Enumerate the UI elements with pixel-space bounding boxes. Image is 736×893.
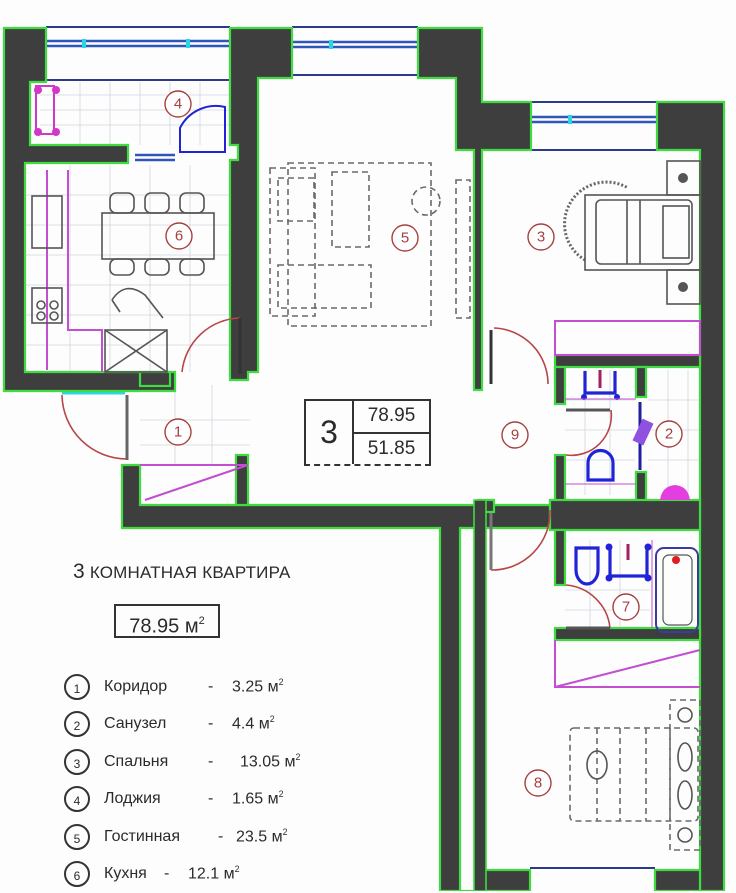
svg-text:4: 4 [174,96,182,113]
legend-area: 23.5 м2 [236,827,288,847]
legend-row: 3 Спальня - 13.05 м2 [64,743,300,781]
legend-separator: - [208,678,232,696]
apartment-badge: 3 78.95 51.85 [304,399,431,466]
legend-room-name: Лоджия [104,790,208,808]
legend-area: 3.25 м2 [232,677,284,697]
legend-separator: - [164,865,188,883]
legend-number-icon: 4 [64,786,90,812]
legend-number-icon: 1 [64,674,90,700]
legend-number-icon: 3 [64,749,90,775]
legend-number-icon: 2 [64,711,90,737]
svg-text:9: 9 [511,427,519,444]
badge-room-count: 3 [306,401,354,464]
room-marker-6: 6 [166,223,192,249]
badge-living-area: 51.85 [354,434,429,465]
legend-row: 6 Кухня - 12.1 м2 [64,856,300,893]
badge-total-area: 78.95 [354,401,429,434]
legend-separator: - [208,753,232,771]
total-area-sup: 2 [199,615,205,627]
bedroom2-furniture [555,640,700,850]
legend-room-name: Санузел [104,715,208,733]
legend-area: 4.4 м2 [232,714,275,734]
legend-separator: - [208,715,232,733]
bedroom-door [491,328,548,384]
svg-text:3: 3 [537,229,545,246]
entrance-door [62,395,127,460]
legend-area: 13.05 м2 [240,752,300,772]
room-legend: 1 Коридор - 3.25 м2 2 Санузел - 4.4 м2 3… [64,668,300,893]
legend-number-icon: 6 [64,861,90,887]
room-marker-7: 7 [613,594,639,620]
room-marker-8: 8 [525,770,551,796]
legend-row: 4 Лоджия - 1.65 м2 [64,781,300,819]
svg-text:6: 6 [175,228,183,245]
total-area-box: 78.95 м2 [114,604,220,638]
corridor-wardrobe [140,465,248,500]
legend-row: 5 Гостинная - 23.5 м2 [64,818,300,856]
room-marker-2: 2 [656,421,682,447]
svg-text:1: 1 [174,424,182,441]
kitchen-fixtures [32,170,214,372]
legend-separator: - [208,790,232,808]
legend-separator: - [218,828,236,846]
legend-area: 1.65 м2 [232,789,284,809]
room-marker-9: 9 [502,422,528,448]
living-room-furniture [270,163,470,326]
room-marker-3: 3 [528,224,554,250]
legend-area: 12.1 м2 [188,864,240,884]
legend-room-name: Кухня [104,865,164,883]
legend-room-name: Гостинная [104,828,218,846]
room-marker-1: 1 [165,419,191,445]
room-marker-5: 5 [392,225,418,251]
dining-table-icon [102,213,214,259]
title-room-count: 3 [73,560,85,583]
title-text: КОМНАТНАЯ КВАРТИРА [90,563,291,582]
legend-number-icon: 5 [64,824,90,850]
total-area-value: 78.95 м [129,615,198,637]
room-marker-4: 4 [165,91,191,117]
legend-room-name: Спальня [104,753,208,771]
bedroom-furniture [555,161,700,355]
svg-text:7: 7 [622,599,630,616]
svg-text:2: 2 [665,426,673,443]
loggia-drying-rack [34,86,60,136]
apartment-title: 3 КОМНАТНАЯ КВАРТИРА [73,560,291,584]
legend-row: 2 Санузел - 4.4 м2 [64,706,300,744]
svg-text:5: 5 [401,230,409,247]
svg-text:8: 8 [534,775,542,792]
legend-row: 1 Коридор - 3.25 м2 [64,668,300,706]
legend-room-name: Коридор [104,678,208,696]
